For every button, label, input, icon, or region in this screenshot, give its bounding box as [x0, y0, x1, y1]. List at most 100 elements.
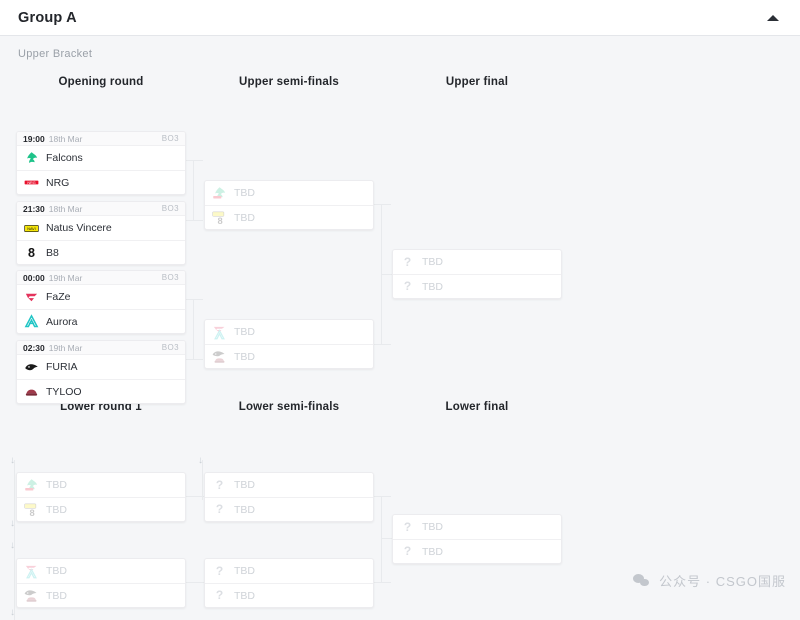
round-header-upper-semis: Upper semi-finals: [239, 76, 339, 88]
team-row[interactable]: NRG NRG: [17, 170, 185, 194]
round-header-opening: Opening round: [58, 76, 144, 88]
match-card[interactable]: TBD 8 TBD: [16, 472, 186, 522]
match-card[interactable]: 19:00 18th Mar BO3 Falcons NRG NRG: [16, 131, 186, 195]
team-row[interactable]: FaZe: [17, 285, 185, 309]
connector: [183, 359, 203, 360]
team-row[interactable]: Aurora: [17, 309, 185, 333]
team-row[interactable]: ? TBD: [393, 515, 561, 539]
team-row[interactable]: TBD: [17, 559, 185, 583]
connector: [381, 538, 393, 539]
match-card[interactable]: ? TBD ? TBD: [204, 472, 374, 522]
match-meta: 02:30 19th Mar BO3: [17, 341, 185, 355]
match-card[interactable]: TBD TBD: [16, 558, 186, 608]
match-card[interactable]: ? TBD ? TBD: [204, 558, 374, 608]
upper-bracket-label: Upper Bracket: [18, 48, 93, 60]
match-card[interactable]: 02:30 19th Mar BO3 FURIA TYLOO: [16, 340, 186, 404]
team-name: TYLOO: [46, 385, 82, 398]
bracket-board: Upper Bracket Lower Bracket Opening roun…: [0, 36, 800, 620]
team-row[interactable]: NAVI Natus Vincere: [17, 216, 185, 240]
match-date: 18th Mar: [48, 203, 83, 214]
match-card[interactable]: 00:00 19th Mar BO3 FaZe Aurora: [16, 270, 186, 334]
team-row[interactable]: TYLOO: [17, 379, 185, 403]
team-row[interactable]: 8 TBD: [17, 497, 185, 521]
svg-text:8: 8: [218, 216, 223, 225]
match-format: BO3: [161, 343, 179, 352]
team-name: TBD: [234, 350, 255, 363]
question-mark-icon: ?: [215, 588, 224, 602]
match-time: 02:30: [23, 342, 45, 353]
drop-arrow-icon: ↓: [10, 540, 15, 551]
team-name: TBD: [46, 479, 67, 491]
falcons-nrg-logo-stack: [24, 478, 39, 493]
match-format: BO3: [161, 273, 179, 282]
chevron-up-icon[interactable]: [764, 9, 782, 27]
connector: [371, 344, 391, 345]
team-name: TBD: [234, 326, 255, 338]
team-name: TBD: [422, 521, 443, 533]
team-row[interactable]: ? TBD: [205, 497, 373, 521]
match-card[interactable]: TBD TBD: [204, 319, 374, 369]
match-time: 21:30: [23, 203, 45, 214]
match-card[interactable]: ? TBD ? TBD: [392, 249, 562, 299]
round-header-lower-r1: Lower round 1: [60, 401, 142, 413]
question-mark-icon: ?: [403, 519, 412, 534]
team-row[interactable]: ? TBD: [205, 473, 373, 497]
chevron-up-glyph: [767, 14, 779, 21]
team-name: TBD: [422, 545, 443, 558]
group-header[interactable]: Group A: [0, 0, 800, 36]
team-name: FURIA: [46, 361, 78, 373]
question-mark-icon: ?: [403, 279, 412, 293]
team-row[interactable]: ? TBD: [393, 250, 561, 274]
team-row[interactable]: TBD: [17, 583, 185, 607]
team-row[interactable]: TBD: [205, 344, 373, 368]
match-card[interactable]: TBD 8 TBD: [204, 180, 374, 230]
question-mark-icon: ?: [215, 563, 224, 578]
team-row[interactable]: 8 TBD: [205, 205, 373, 229]
team-name: Falcons: [46, 152, 83, 164]
match-meta: 00:00 19th Mar BO3: [17, 271, 185, 285]
team-row[interactable]: ? TBD: [205, 559, 373, 583]
connector: [381, 274, 393, 275]
team-name: TBD: [46, 589, 67, 602]
team-row[interactable]: ? TBD: [205, 583, 373, 607]
connector: [14, 460, 15, 620]
match-card[interactable]: 21:30 18th Mar BO3 NAVI Natus Vincere 8 …: [16, 201, 186, 265]
team-name: TBD: [234, 479, 255, 491]
connector: [183, 496, 205, 497]
match-card[interactable]: ? TBD ? TBD: [392, 514, 562, 564]
match-format: BO3: [161, 204, 179, 213]
team-name: TBD: [422, 280, 443, 293]
drop-arrow-icon: ↓: [10, 607, 15, 618]
team-row[interactable]: 8 B8: [17, 240, 185, 264]
svg-text:8: 8: [30, 508, 35, 517]
navi-b8-logo-stack: 8: [212, 210, 227, 226]
team-name: Natus Vincere: [46, 222, 112, 234]
team-row[interactable]: Falcons: [17, 146, 185, 170]
match-format: BO3: [161, 134, 179, 143]
team-row[interactable]: TBD: [205, 320, 373, 344]
connector: [183, 582, 205, 583]
team-name: Aurora: [46, 315, 78, 328]
team-row[interactable]: TBD: [17, 473, 185, 497]
team-row[interactable]: TBD: [205, 181, 373, 205]
team-name: FaZe: [46, 291, 71, 303]
svg-text:NAVI: NAVI: [27, 227, 35, 231]
team-row[interactable]: ? TBD: [393, 274, 561, 298]
furia-logo: [24, 360, 39, 375]
svg-text:8: 8: [28, 246, 35, 260]
team-name: NRG: [46, 176, 70, 189]
match-meta: 19:00 18th Mar BO3: [17, 132, 185, 146]
falcons-logo: [24, 151, 39, 166]
round-header-lower-semis: Lower semi-finals: [238, 401, 340, 413]
b8-logo: 8: [24, 245, 39, 260]
match-date: 19th Mar: [48, 342, 83, 353]
furia-tyloo-logo-stack: [212, 349, 227, 364]
team-name: TBD: [234, 565, 255, 577]
team-row[interactable]: FURIA: [17, 355, 185, 379]
watermark-text: 公众号 · CSGO国服: [659, 574, 786, 589]
round-header-upper-final: Upper final: [445, 76, 509, 88]
drop-arrow-icon: ↓: [10, 455, 15, 466]
team-row[interactable]: ? TBD: [393, 539, 561, 563]
watermark: 公众号 · CSGO国服: [633, 571, 786, 590]
drop-arrow-icon: ↓: [10, 518, 15, 529]
